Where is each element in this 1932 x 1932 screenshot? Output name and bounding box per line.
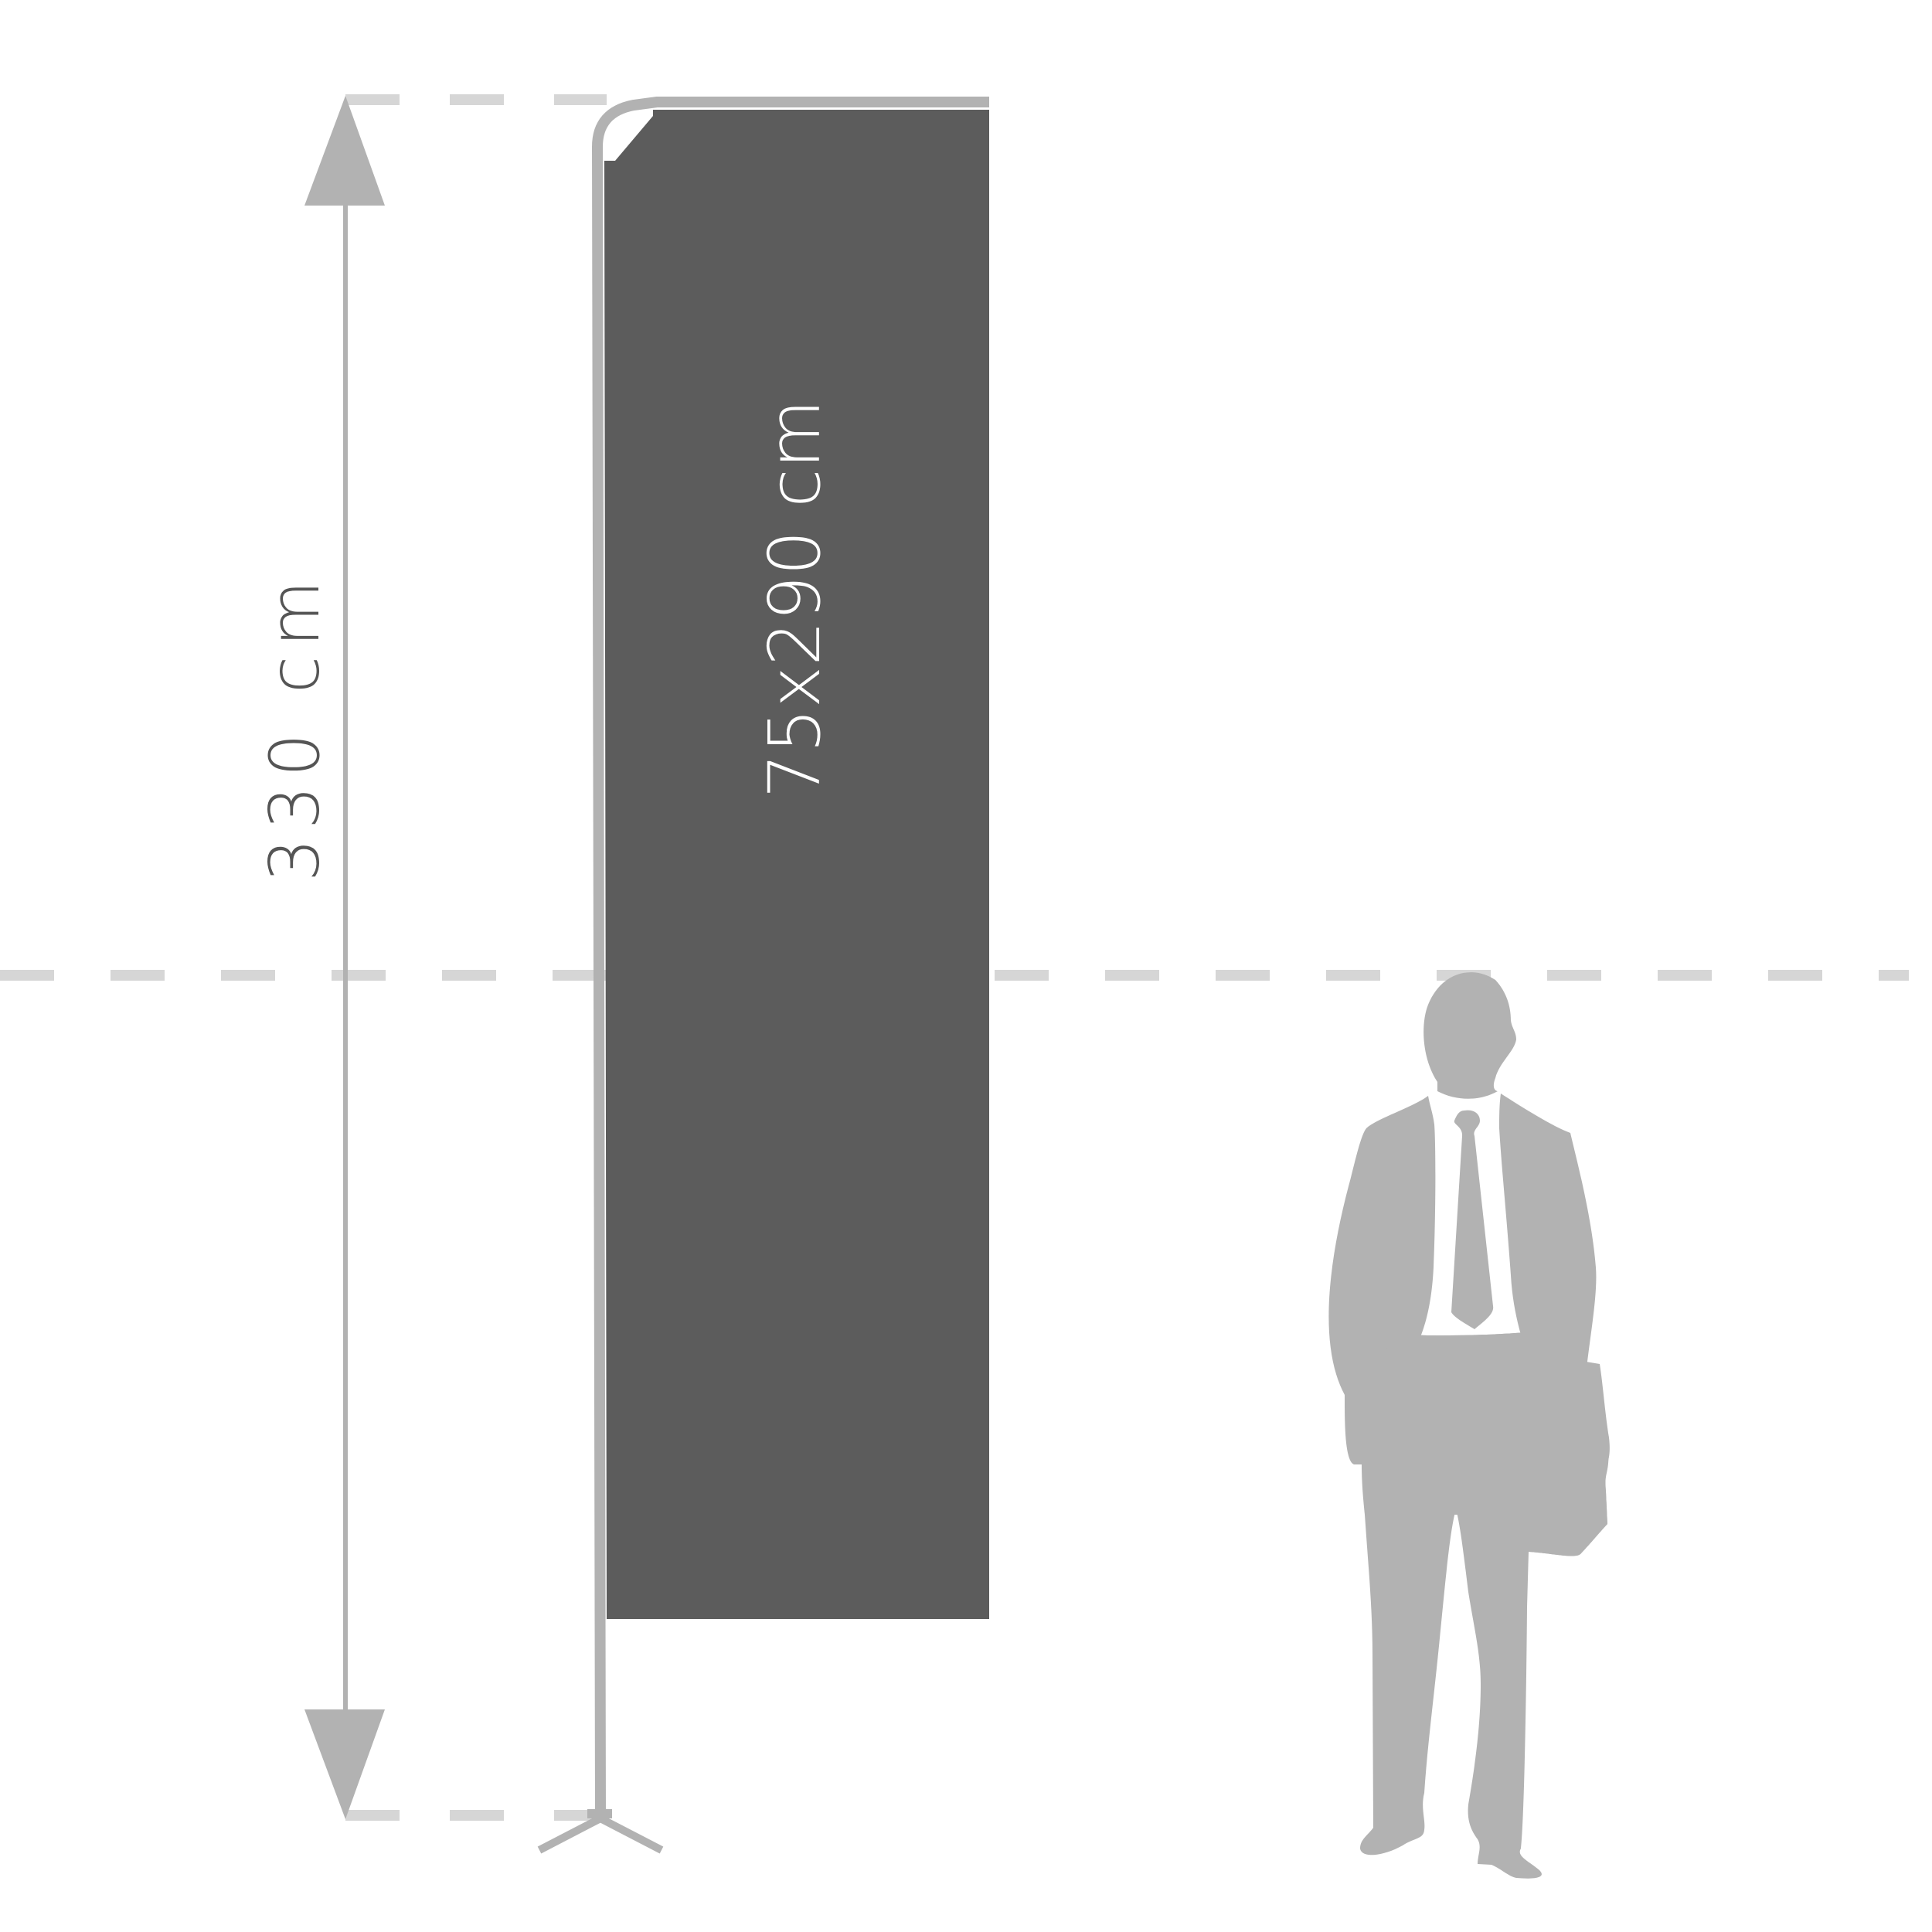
pole-shaft [591,97,989,1816]
pole-base [537,1814,664,1854]
person-tie [1451,1110,1494,1329]
height-label: 330 cm [255,571,335,882]
person-briefcase [1529,1360,1610,1556]
banner-flag [604,110,989,1619]
person-head [1423,972,1516,1099]
person-silhouette [1328,972,1610,1879]
flag-pole [537,97,989,1854]
banner-size-label: 75x290 cm [753,400,836,799]
guide-lines [0,94,1909,1821]
person-jacket-left [1328,1096,1436,1464]
arrow-head-top [304,96,385,206]
height-dimension-arrow [304,96,385,1819]
arrow-head-bottom [304,1709,385,1819]
